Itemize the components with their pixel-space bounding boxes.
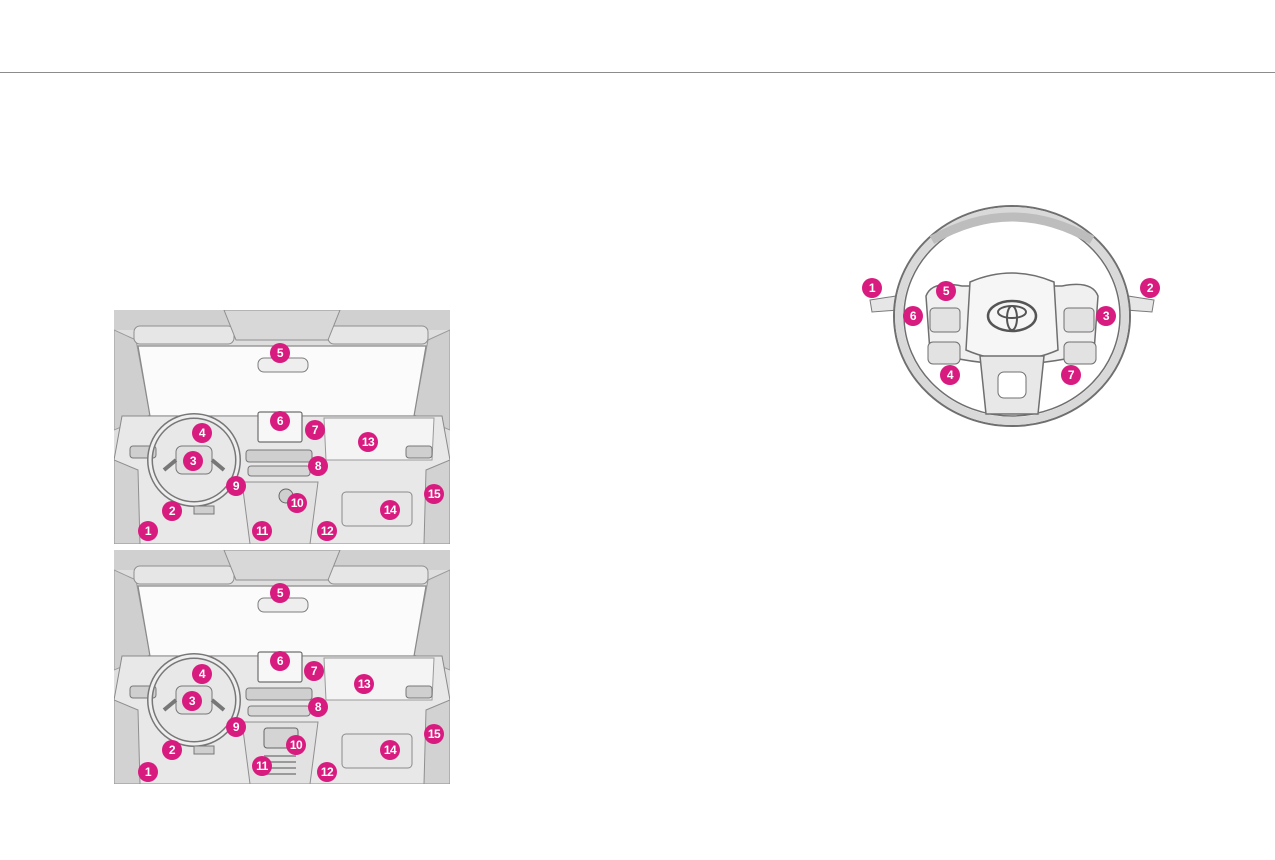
marker-3: 3 [182,691,202,711]
marker-1: 1 [138,521,158,541]
marker-14: 14 [380,500,400,520]
marker-13: 13 [354,674,374,694]
wheel-marker-3: 3 [1096,306,1116,326]
marker-5: 5 [270,343,290,363]
marker-7: 7 [305,420,325,440]
marker-4: 4 [192,664,212,684]
wheel-marker-7: 7 [1061,365,1081,385]
marker-9: 9 [226,717,246,737]
marker-14: 14 [380,740,400,760]
marker-8: 8 [308,456,328,476]
marker-5: 5 [270,583,290,603]
marker-11: 11 [252,756,272,776]
marker-6: 6 [270,411,290,431]
marker-1: 1 [138,762,158,782]
marker-9: 9 [226,476,246,496]
marker-4: 4 [192,423,212,443]
wheel-marker-2: 2 [1140,278,1160,298]
marker-6: 6 [270,651,290,671]
steering-wheel-drawing [869,205,1155,427]
dashboard-illustration-bottom: 5 6 7 13 4 3 8 9 10 15 2 14 1 11 12 [114,550,450,784]
steering-wheel-illustration: 1 2 5 6 3 4 7 [862,200,1162,430]
wheel-marker-5: 5 [936,281,956,301]
marker-13: 13 [358,432,378,452]
dashboard-illustration-top: 5 6 7 13 4 3 8 9 10 15 2 14 1 11 12 [114,310,450,544]
marker-15: 15 [424,484,444,504]
marker-10: 10 [287,493,307,513]
marker-12: 12 [317,762,337,782]
header-rule [0,72,1275,73]
marker-2: 2 [162,501,182,521]
marker-12: 12 [317,521,337,541]
marker-11: 11 [252,521,272,541]
marker-3: 3 [183,451,203,471]
toyota-logo-icon [986,299,1038,333]
marker-2: 2 [162,740,182,760]
wheel-marker-4: 4 [940,365,960,385]
marker-10: 10 [286,735,306,755]
marker-8: 8 [308,697,328,717]
marker-7: 7 [304,661,324,681]
wheel-marker-1: 1 [862,278,882,298]
wheel-marker-6: 6 [903,306,923,326]
marker-15: 15 [424,724,444,744]
